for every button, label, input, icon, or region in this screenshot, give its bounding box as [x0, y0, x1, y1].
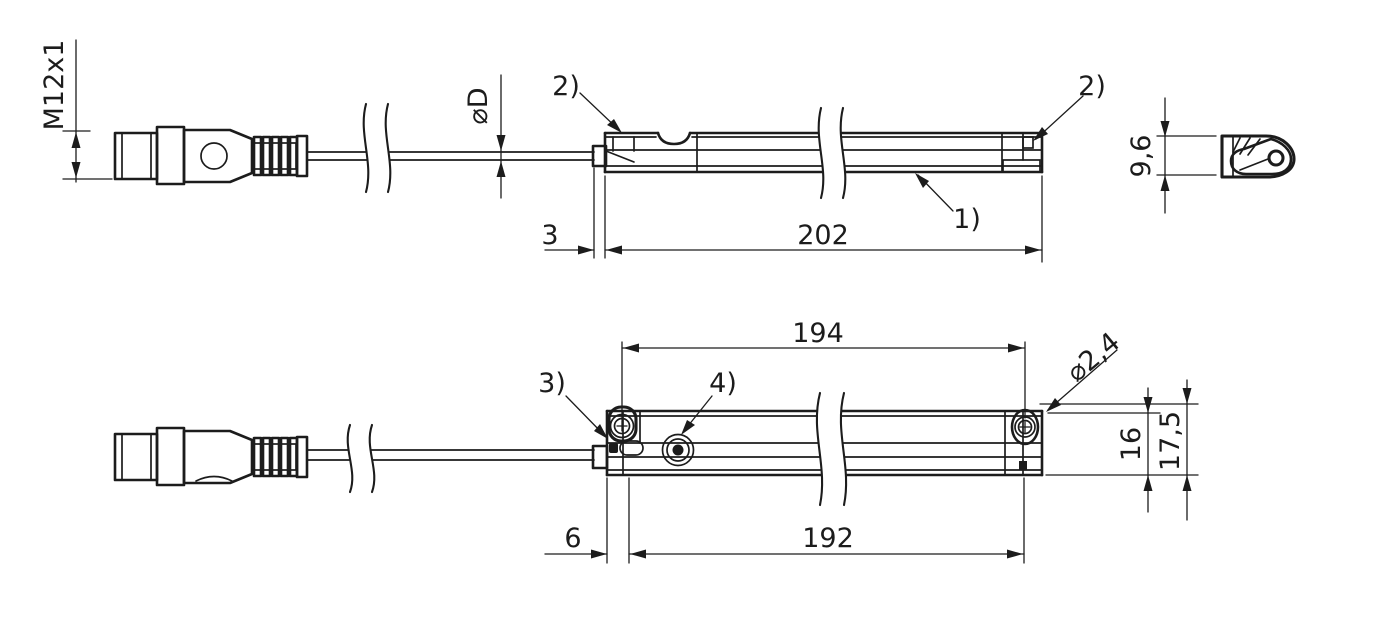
cable-gland-bottom	[591, 444, 609, 470]
led-indicator	[661, 433, 695, 467]
callout-4: 4)	[681, 368, 737, 435]
dim-9-6-label: 9,6	[1126, 135, 1157, 178]
body-notch	[656, 131, 692, 146]
mounting-slot	[1229, 137, 1293, 176]
cable-break-bottom	[346, 423, 354, 494]
latch-detail-left	[605, 150, 635, 163]
dim-m12x1-label: M12x1	[39, 40, 70, 131]
sensor-body-bottom	[605, 391, 1044, 507]
end-view: 9,6	[1126, 97, 1296, 214]
dim-194-label: 194	[792, 318, 844, 349]
cable-anchor-block	[609, 443, 618, 453]
top-view: M12x1 ⌀D	[39, 39, 1106, 263]
callout-1: 1)	[915, 173, 981, 235]
end-view-profile	[1220, 134, 1296, 179]
dim-192-label: 192	[802, 523, 854, 554]
cable-break-top	[362, 102, 370, 194]
callout-2-left-label: 2)	[552, 71, 580, 102]
dim-16-and-17-5: 16 17,5	[1039, 379, 1199, 521]
dim-6-label: 6	[564, 523, 581, 554]
m12-connector-bottom	[113, 426, 309, 487]
dim-3-label: 3	[541, 220, 558, 251]
latch-detail-right	[1022, 136, 1034, 149]
cable-bottom	[306, 423, 609, 494]
dim-16-label: 16	[1116, 427, 1147, 461]
callout-4-label: 4)	[709, 368, 737, 399]
callout-2-right: 2)	[1033, 71, 1106, 141]
dim-hole-diameter: ⌀2,4	[1046, 327, 1126, 412]
dim-17-5-label: 17,5	[1155, 411, 1186, 471]
dim-m12x1: M12x1	[39, 39, 113, 183]
bottom-view: 194 ⌀2,4 16 17,5	[113, 318, 1199, 564]
cable-top	[306, 102, 608, 194]
dim-cable-diameter: ⌀D	[463, 74, 506, 199]
dim-3-and-202: 3 202	[541, 167, 1043, 263]
cable-anchor-slot	[619, 440, 644, 456]
connector-hole	[200, 142, 228, 170]
end-view-hole	[1267, 149, 1285, 167]
callout-3: 3)	[538, 368, 608, 439]
callout-2-right-label: 2)	[1078, 71, 1106, 102]
callout-1-label: 1)	[953, 204, 981, 235]
dim-9-6: 9,6	[1126, 97, 1217, 214]
dim-6-and-192: 6 192	[544, 477, 1025, 564]
end-detail-mark	[1019, 461, 1027, 470]
dim-202-label: 202	[797, 220, 849, 251]
sensor-body-top	[603, 106, 1044, 200]
body-break-top	[817, 106, 825, 200]
body-break-bottom	[815, 391, 824, 507]
dim-hole-diameter-label: ⌀2,4	[1061, 327, 1126, 389]
m12-connector-top	[113, 125, 309, 186]
dim-cable-diameter-label: ⌀D	[463, 87, 494, 124]
callout-3-label: 3)	[538, 368, 566, 399]
dim-194: 194	[621, 318, 1026, 421]
callout-2-left: 2)	[552, 71, 622, 133]
